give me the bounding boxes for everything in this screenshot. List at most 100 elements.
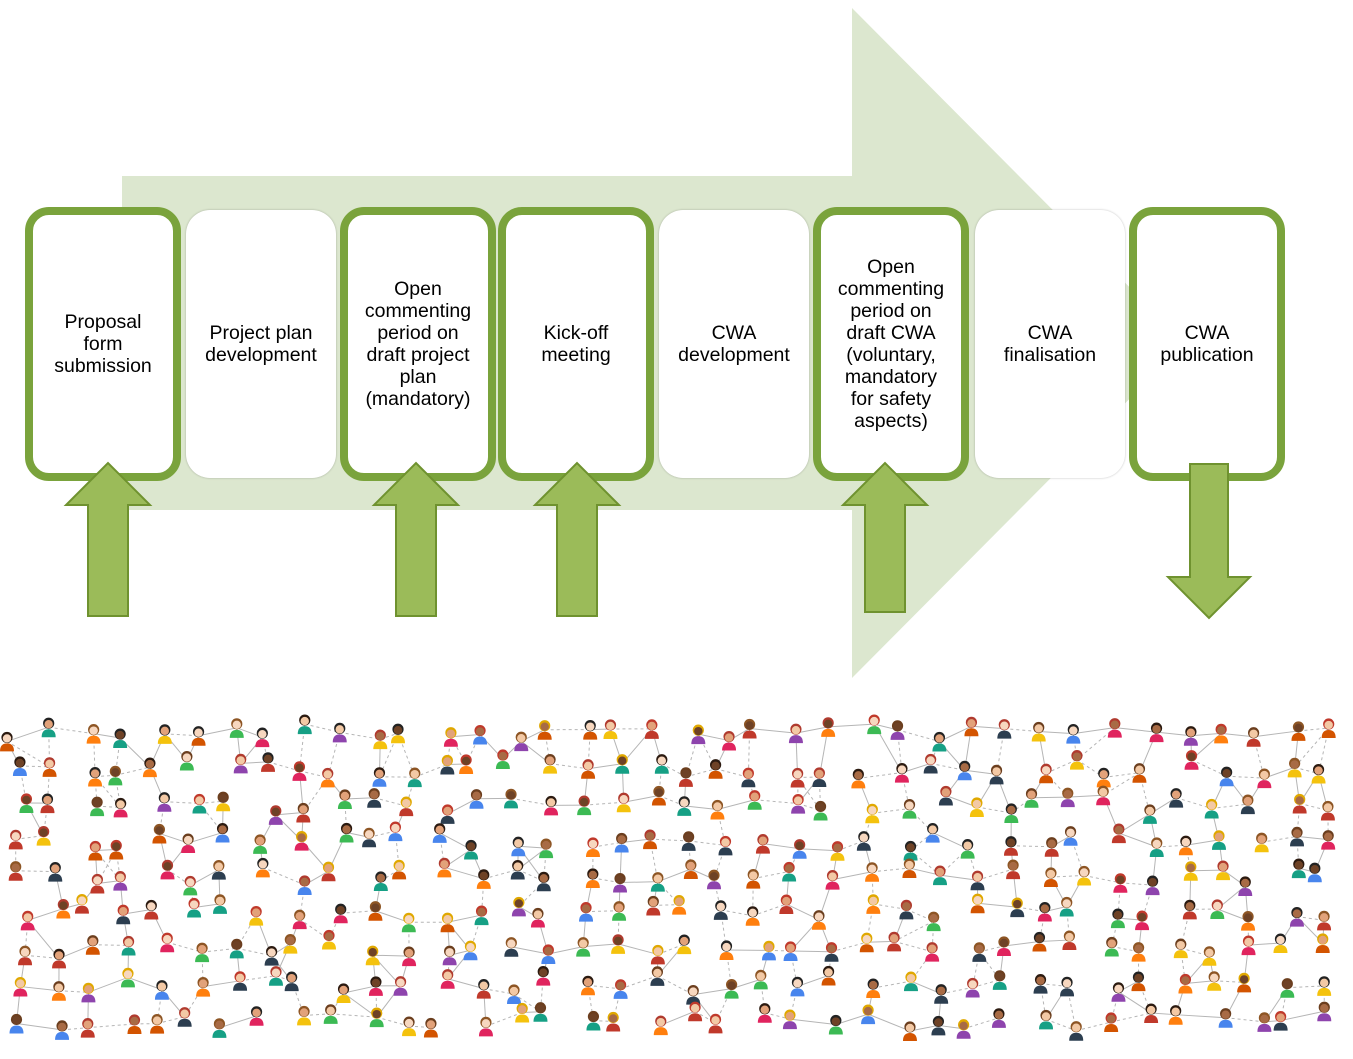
network-link [1253, 730, 1299, 738]
person-icon [825, 869, 840, 890]
network-link [1211, 803, 1248, 809]
person-icon [530, 907, 545, 928]
person-icon [1315, 933, 1330, 953]
person-icon [747, 790, 762, 810]
person-icon [543, 754, 558, 774]
person-icon [283, 934, 298, 954]
person-icon [722, 730, 737, 751]
person-icon [996, 936, 1011, 956]
person-icon [965, 977, 980, 998]
network-link [1102, 772, 1140, 796]
person-icon [407, 767, 422, 788]
person-icon [580, 975, 595, 996]
person-icon [997, 719, 1012, 739]
network-link [828, 723, 875, 728]
network-link [1073, 727, 1115, 735]
person-icon [613, 872, 628, 893]
person-icon [181, 833, 196, 854]
person-icon [867, 714, 882, 735]
person-icon [972, 942, 987, 962]
person-icon [1320, 800, 1335, 821]
person-icon [296, 802, 311, 823]
person-icon [957, 760, 972, 781]
person-icon [544, 795, 559, 816]
network-link [799, 848, 838, 852]
person-icon [1184, 750, 1199, 770]
person-icon [292, 761, 307, 781]
person-icon [81, 982, 96, 1003]
person-icon [706, 869, 721, 890]
person-icon [399, 796, 414, 817]
person-icon [923, 753, 938, 774]
person-icon [1060, 787, 1075, 808]
person-icon [233, 971, 248, 991]
person-icon [20, 910, 35, 931]
network-link [1175, 1014, 1226, 1019]
person-icon [113, 728, 128, 749]
network-link [1225, 1017, 1265, 1023]
person-icon [782, 1009, 797, 1030]
person-icon [890, 720, 905, 740]
person-icon [757, 1003, 772, 1023]
person-icon [196, 976, 211, 997]
person-icon [887, 931, 902, 952]
network-link [15, 835, 44, 840]
person-icon [1241, 911, 1256, 931]
person-icon [216, 791, 231, 812]
person-icon [473, 724, 488, 745]
person-icon [264, 945, 279, 966]
person-icon [677, 796, 692, 816]
network-link [19, 765, 50, 768]
person-icon [788, 723, 803, 744]
person-icon [1257, 768, 1272, 789]
person-icon [323, 1004, 338, 1024]
step-label: Project plan development [205, 322, 317, 366]
person-icon [925, 942, 940, 962]
network-link [932, 832, 968, 850]
network-link [688, 840, 692, 870]
network-link [1031, 796, 1068, 799]
person-icon [192, 793, 207, 814]
person-icon [1135, 910, 1150, 931]
person-icon [1182, 899, 1197, 920]
network-link [910, 832, 933, 851]
step-open-commenting-project-plan: Open commenting period on draft project … [340, 207, 496, 481]
person-icon [437, 857, 452, 878]
network-link [617, 943, 659, 955]
person-icon [249, 1006, 264, 1026]
person-icon [1096, 767, 1111, 788]
person-icon [536, 871, 551, 892]
person-icon [1207, 971, 1222, 991]
network-link [1175, 797, 1212, 809]
person-icon [541, 944, 556, 965]
network-link [658, 795, 685, 807]
network-link [444, 866, 484, 880]
network-link [375, 910, 409, 923]
person-icon [109, 839, 124, 860]
network-link [661, 763, 687, 778]
person-icon [322, 929, 337, 950]
person-icon [495, 749, 510, 770]
network-link [835, 1013, 869, 1025]
person-icon [653, 1015, 668, 1036]
person-icon [821, 717, 836, 737]
person-icon [1240, 794, 1255, 815]
person-icon [970, 870, 985, 891]
network-link [863, 813, 873, 841]
person-icon [55, 1020, 70, 1040]
step-cwa-finalisation: CWA finalisation [975, 210, 1125, 478]
person-icon [1033, 974, 1048, 994]
network-link [660, 1010, 696, 1026]
person-icon [474, 905, 489, 926]
person-icon [654, 754, 669, 774]
network-link [167, 941, 203, 953]
person-icon [1069, 1021, 1084, 1041]
step-kick-off-meeting: Kick-off meeting [498, 207, 654, 481]
person-icon [19, 793, 34, 813]
person-icon [116, 904, 131, 925]
network-link [584, 801, 624, 806]
network-link [964, 769, 997, 775]
network-link [586, 910, 620, 913]
person-icon [463, 940, 478, 961]
person-icon [938, 785, 953, 806]
